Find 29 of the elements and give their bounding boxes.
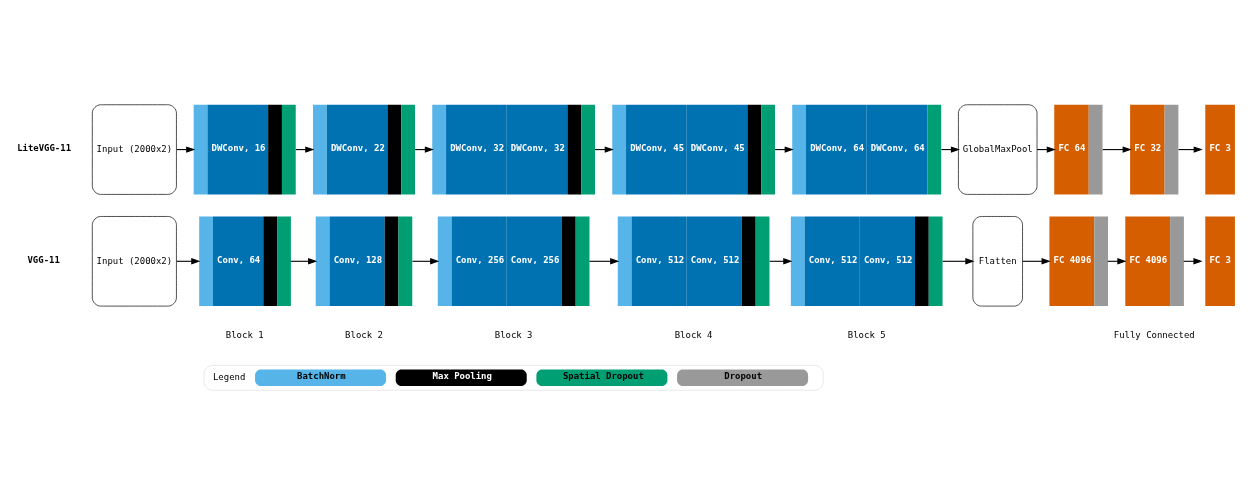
arrow: [1022, 258, 1051, 265]
label: Block 5: [847, 330, 886, 341]
legend-label: Spatial Dropout: [562, 371, 644, 382]
label: Block 4: [674, 330, 713, 341]
label: VGG-11: [27, 254, 60, 265]
label: Block 2: [345, 330, 383, 341]
node-box: Input (2000x2): [91, 104, 177, 195]
arrow: [942, 258, 975, 265]
arrow: [414, 146, 434, 153]
label: Block 1: [225, 330, 264, 341]
label: Fully Connected: [1113, 330, 1195, 341]
legend-label: BatchNorm: [297, 371, 346, 382]
arrow: [411, 258, 440, 265]
node-box: Flatten: [972, 216, 1023, 307]
arrow: [1036, 146, 1056, 153]
label: Block 3: [494, 330, 533, 341]
node-box: FC 3: [1205, 216, 1235, 307]
arrow: [589, 258, 620, 265]
label: LiteVGG-11: [17, 143, 72, 154]
node-box: FC 3: [1205, 104, 1235, 195]
node-box: Input (2000x2): [91, 216, 177, 307]
legend-label: Dropout: [724, 371, 763, 382]
arrow: [1102, 146, 1132, 153]
label: Legend: [212, 372, 246, 383]
legend-label: Max Pooling: [432, 371, 492, 382]
arrow: [940, 146, 960, 153]
node-box: GlobalMaxPool: [958, 104, 1038, 195]
arrow: [594, 146, 614, 153]
arrow: [774, 146, 794, 153]
